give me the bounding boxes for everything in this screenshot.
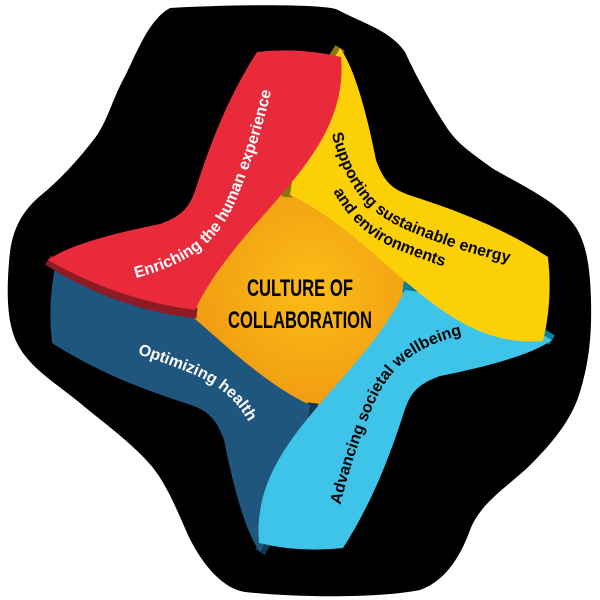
ribbon-optimizing-health (50, 258, 310, 552)
center-title-line2: COLLABORATION (228, 307, 372, 334)
ribbon-fold-shadow-enriching (45, 255, 198, 319)
ribbon-supporting-sustainable-energy (290, 48, 550, 342)
ribbon-enriching-human-experience (48, 50, 342, 310)
ribbon-advancing-societal-wellbeing (258, 290, 552, 550)
center-title-line1: CULTURE OF (247, 275, 353, 302)
